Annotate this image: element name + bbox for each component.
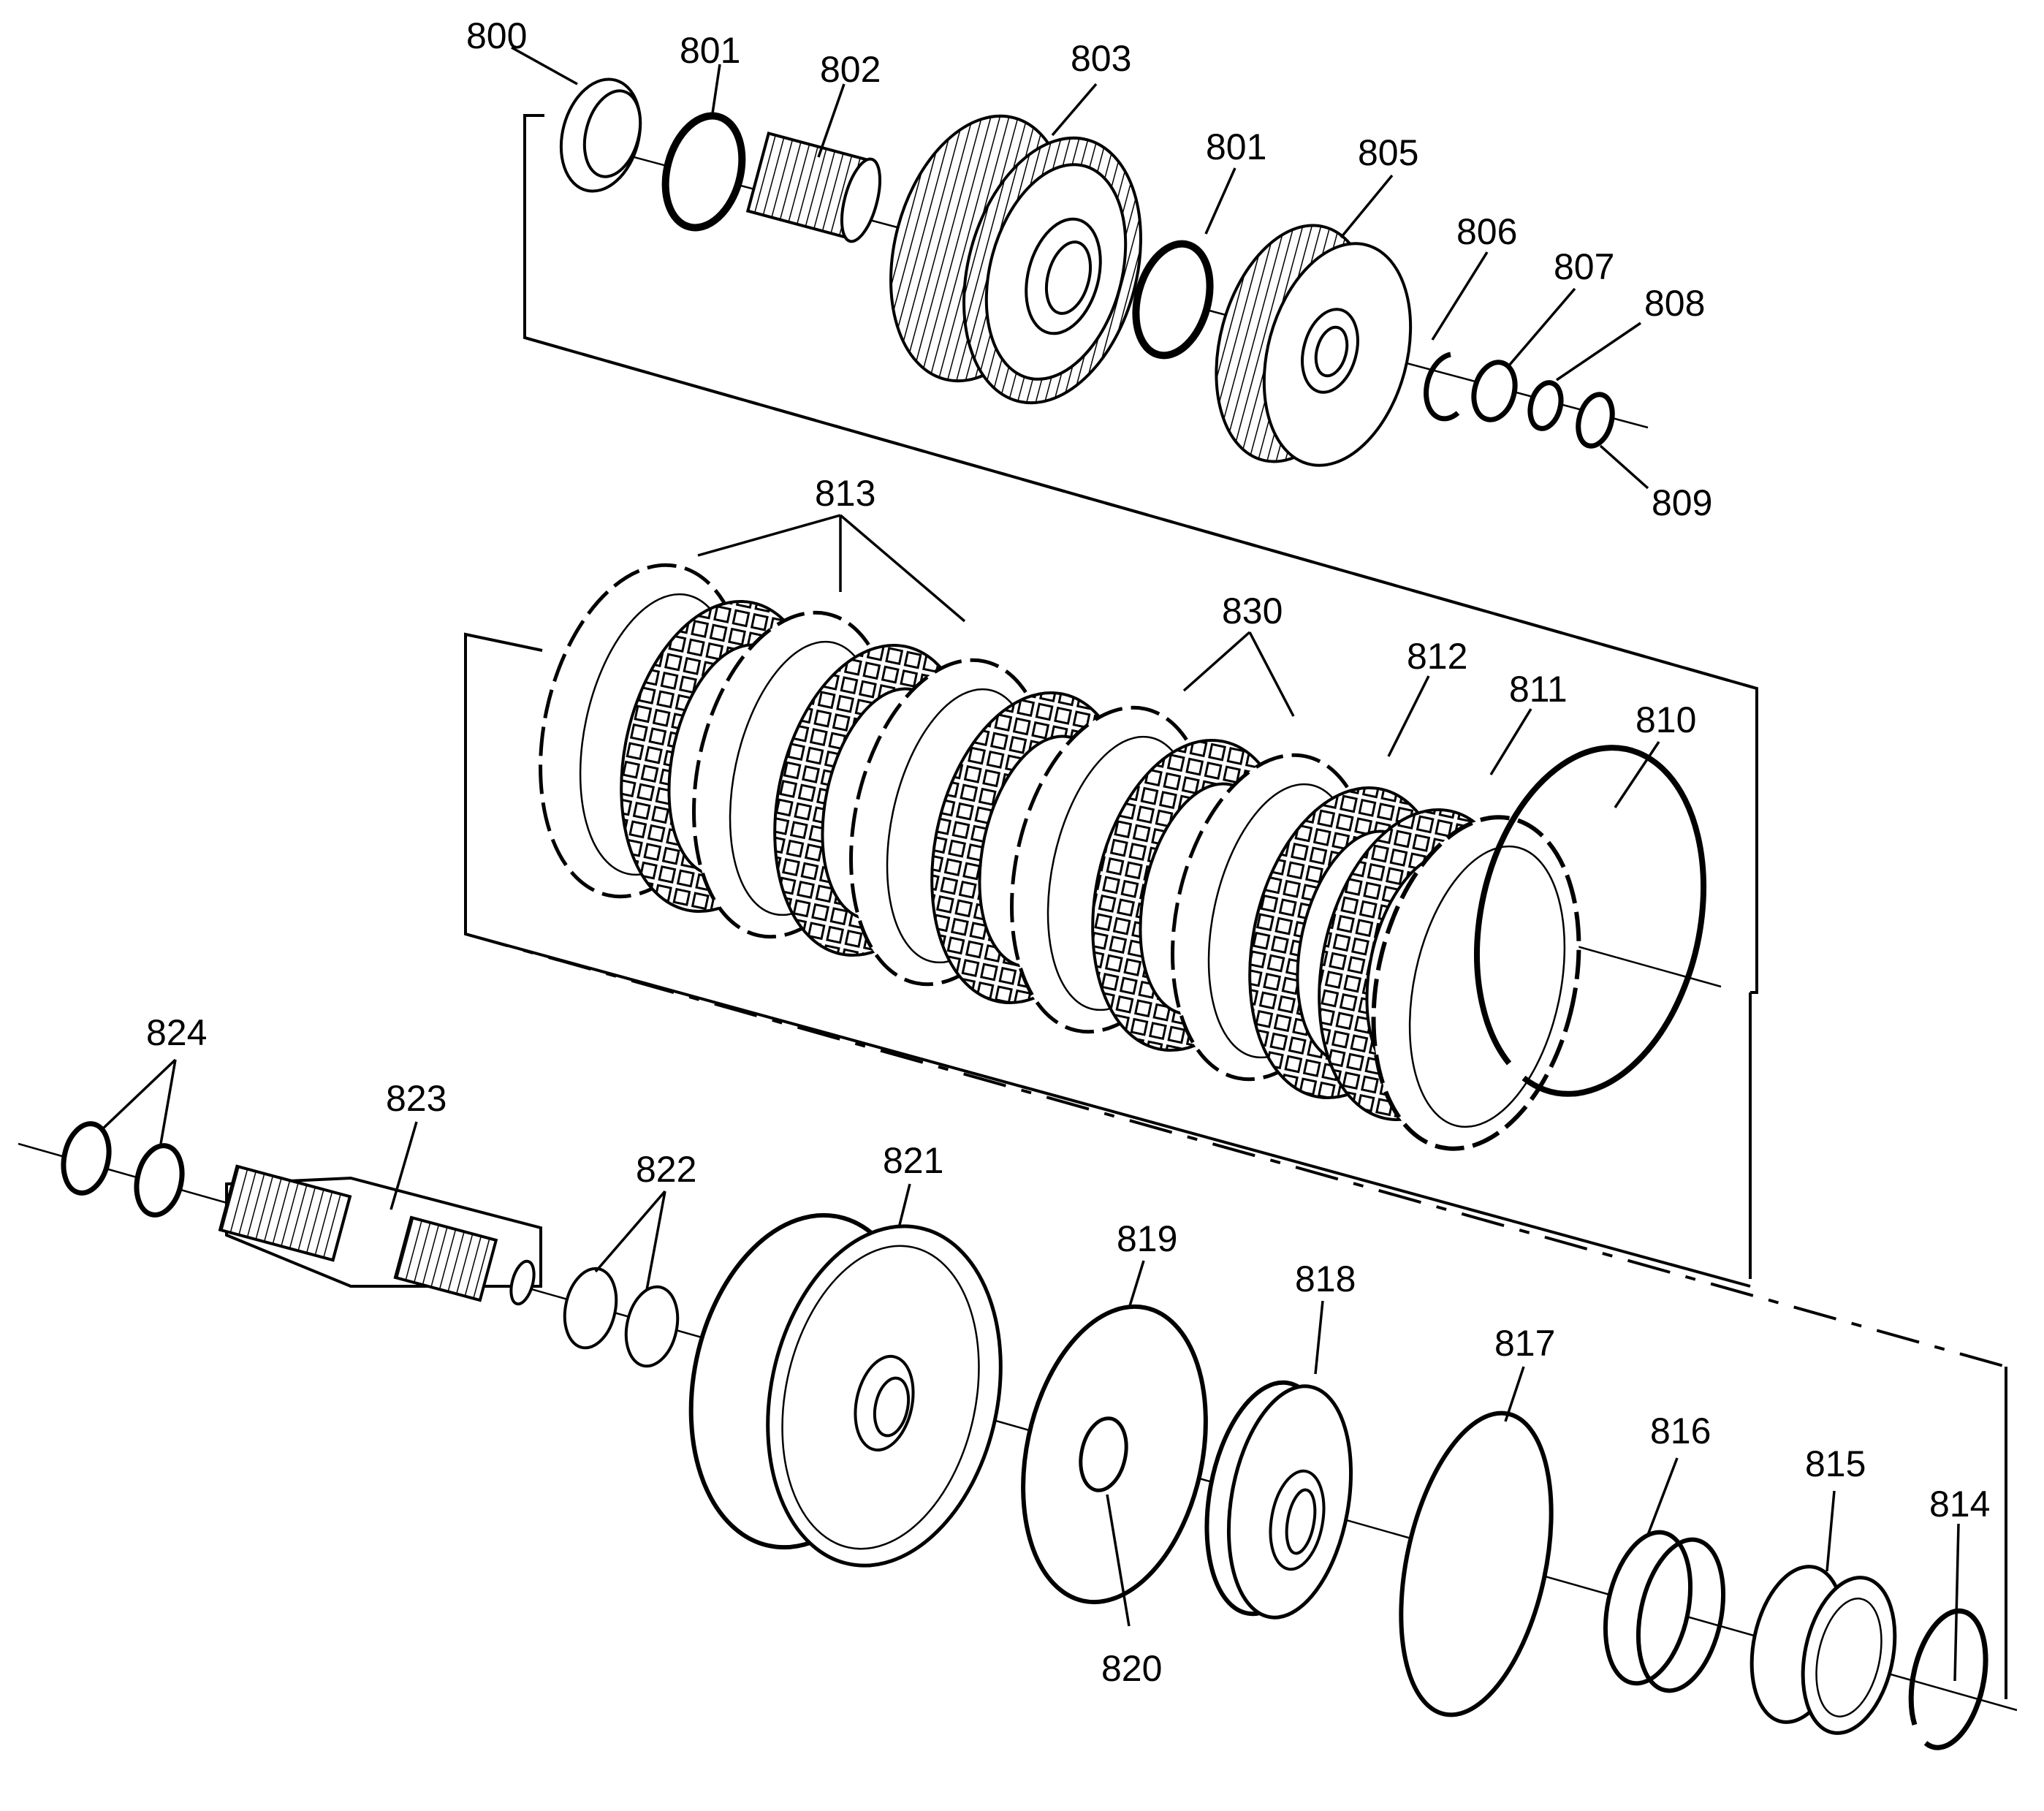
label-810: 810 xyxy=(1635,699,1696,740)
part-822-seals xyxy=(563,1267,680,1368)
part-824-snap-rings xyxy=(61,1121,185,1218)
part-816-spring xyxy=(1603,1530,1726,1693)
top-assembly xyxy=(523,77,1758,994)
middle-bracket-left xyxy=(464,632,1751,1288)
part-802-needle-bearing xyxy=(745,132,882,243)
label-800: 800 xyxy=(466,15,527,56)
label-801: 801 xyxy=(680,30,740,71)
part-809-ring xyxy=(1576,392,1615,449)
bottom-assembly xyxy=(18,1121,2018,1750)
label-805: 805 xyxy=(1358,132,1418,173)
part-821-clutch-housing xyxy=(688,1212,1003,1568)
part-810-snap-ring xyxy=(1474,745,1707,1097)
part-818-piston xyxy=(1204,1380,1353,1620)
label-815: 815 xyxy=(1805,1443,1866,1484)
label-801-second: 801 xyxy=(1206,126,1266,167)
label-816: 816 xyxy=(1650,1411,1711,1451)
label-817: 817 xyxy=(1494,1323,1555,1364)
part-801-thrust-washer-2 xyxy=(1132,240,1214,360)
label-822: 822 xyxy=(636,1149,696,1190)
label-809: 809 xyxy=(1652,482,1712,523)
part-807-ring xyxy=(1471,360,1518,422)
part-800-seal xyxy=(559,77,642,193)
label-823: 823 xyxy=(386,1078,447,1119)
part-806-snap-ring xyxy=(1424,352,1460,422)
part-814-snap-ring xyxy=(1908,1608,1988,1750)
clutch-pack-assembly xyxy=(464,563,1752,1288)
leader-lines xyxy=(101,46,1960,1682)
label-812: 812 xyxy=(1407,636,1467,677)
part-801-thrust-washer xyxy=(661,112,746,232)
part-805-gear xyxy=(1215,224,1413,467)
part-808-clip xyxy=(1527,380,1564,431)
connector-line-upper xyxy=(524,336,1758,690)
label-813: 813 xyxy=(815,473,875,514)
part-803-gear xyxy=(889,114,1142,405)
label-820: 820 xyxy=(1101,1648,1162,1689)
label-802: 802 xyxy=(820,49,881,90)
part-820-washer xyxy=(1079,1416,1128,1492)
label-811: 811 xyxy=(1509,669,1568,710)
connector-line-lower xyxy=(465,933,2007,1368)
callout-labels: 800 801 802 803 801 805 806 807 808 809 … xyxy=(146,15,1990,1689)
label-808: 808 xyxy=(1644,283,1705,324)
label-818: 818 xyxy=(1295,1258,1356,1299)
label-814: 814 xyxy=(1929,1484,1990,1525)
part-823-shaft xyxy=(218,1164,542,1306)
label-807: 807 xyxy=(1554,246,1614,287)
label-830: 830 xyxy=(1222,591,1283,631)
label-806: 806 xyxy=(1456,211,1517,252)
part-815-bearing xyxy=(1749,1565,1897,1735)
label-821: 821 xyxy=(883,1140,943,1181)
label-803: 803 xyxy=(1071,38,1131,79)
label-819: 819 xyxy=(1117,1218,1177,1259)
label-824: 824 xyxy=(146,1012,207,1053)
part-817-ring xyxy=(1399,1411,1554,1717)
